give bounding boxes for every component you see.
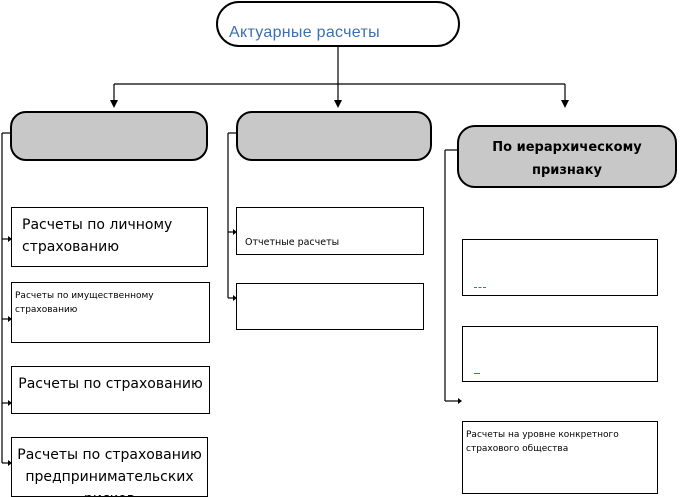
root-label: Актуарные расчеты [229, 24, 380, 41]
item-label: Расчеты по страхованию [18, 376, 203, 392]
item-personal-insurance: Расчеты по личному страхованию [11, 207, 208, 267]
item-label: Отчетные расчеты [245, 237, 340, 248]
item-level-2 [462, 326, 658, 382]
item-property-insurance: Расчеты по имущественному страхованию [11, 282, 210, 343]
item-label: Расчеты по страхованию предпринимательск… [17, 447, 202, 496]
item-label: Расчеты по имущественному страхованию [15, 291, 154, 315]
category-node-1 [10, 111, 208, 161]
placeholder-mark [474, 287, 486, 288]
item-reporting-calculations: Отчетные расчеты [236, 207, 424, 255]
item-insurance: Расчеты по страхованию [11, 366, 210, 414]
root-node: Актуарные расчеты [216, 1, 460, 47]
item-business-risk-insurance: Расчеты по страхованию предпринимательск… [11, 437, 208, 497]
placeholder-mark [474, 373, 480, 374]
item-company-level: Расчеты на уровне конкретного страхового… [462, 421, 658, 494]
category-node-2 [236, 111, 432, 161]
item-empty-2 [236, 283, 424, 330]
category-label-3: По иерархическому признаку [492, 140, 642, 178]
item-level-1 [462, 239, 658, 296]
category-label-1 [24, 151, 194, 157]
category-node-3: По иерархическому признаку [457, 125, 677, 188]
item-label: Расчеты на уровне конкретного страхового… [466, 430, 619, 454]
item-label: Расчеты по личному страхованию [22, 217, 173, 255]
category-label-2 [250, 151, 420, 157]
